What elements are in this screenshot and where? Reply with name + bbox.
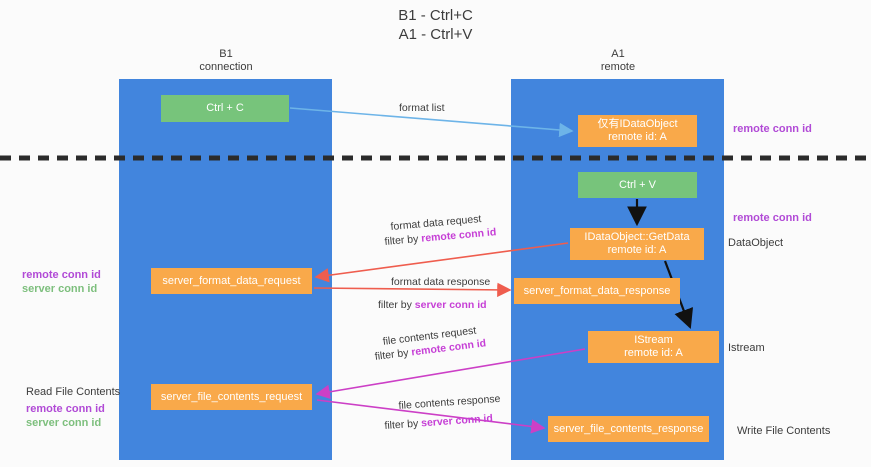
- filter-key-server-conn-id: server conn id: [414, 299, 487, 311]
- lane-header-b1: B1 connection: [155, 48, 297, 74]
- lane-header-a1-name: A1: [611, 48, 625, 60]
- node-server-file-contents-request[interactable]: server_file_contents_request: [151, 384, 312, 410]
- node-getdata-line2: remote id: A: [607, 244, 667, 256]
- node-server-file-contents-response[interactable]: server_file_contents_response: [548, 416, 709, 442]
- edge-label-file-contents-response: file contents response: [398, 392, 501, 412]
- annotation-istream: Istream: [728, 342, 765, 354]
- node-ctrl-c-label: Ctrl + C: [206, 102, 244, 114]
- node-ctrl-v[interactable]: Ctrl + V: [578, 172, 697, 198]
- annotation-left-server-conn-id-mid: server conn id: [22, 283, 98, 295]
- lane-header-b1-role: connection: [199, 61, 253, 73]
- filter-prefix: filter by: [384, 232, 422, 248]
- node-istream[interactable]: IStream remote id: A: [588, 331, 719, 363]
- node-ctrl-v-label: Ctrl + V: [619, 178, 656, 191]
- filter-prefix: filter by: [378, 299, 415, 311]
- lane-header-a1: A1 remote: [547, 48, 689, 74]
- node-server-file-contents-request-label: server_file_contents_request: [160, 390, 303, 403]
- annotation-write-file-contents: Write File Contents: [737, 425, 831, 437]
- title-line-1: B1 - Ctrl+C: [398, 7, 473, 24]
- title-line-2: A1 - Ctrl+V: [398, 26, 473, 43]
- filter-key-server-conn-id: server conn id: [420, 412, 494, 430]
- annotation-left-server-conn-id-bottom: server conn id: [26, 417, 102, 429]
- annotation-read-file-contents: Read File Contents: [26, 386, 121, 398]
- node-getdata-line1: IDataObject::GetData: [584, 231, 690, 243]
- annotation-remote-conn-id-mid: remote conn id: [733, 212, 812, 224]
- annotation-left-remote-conn-id-mid: remote conn id: [22, 269, 101, 281]
- node-server-file-contents-response-label: server_file_contents_response: [553, 422, 704, 435]
- annotation-remote-conn-id-top: remote conn id: [733, 123, 812, 135]
- node-dataobject-remote[interactable]: 仅有IDataObject remote id: A: [578, 115, 697, 147]
- edge-label-format-list: format list: [399, 102, 445, 114]
- node-server-format-data-request[interactable]: server_format_data_request: [151, 268, 312, 294]
- node-dataobject-remote-line2: remote id: A: [608, 131, 667, 143]
- node-istream-line1: IStream: [634, 334, 673, 346]
- node-getdata[interactable]: IDataObject::GetData remote id: A: [570, 228, 704, 260]
- edge-label-format-data-response-filter: filter by server conn id: [378, 298, 487, 312]
- node-server-format-data-request-label: server_format_data_request: [162, 274, 301, 287]
- node-ctrl-c[interactable]: Ctrl + C: [161, 95, 289, 122]
- page-title: B1 - Ctrl+C A1 - Ctrl+V: [0, 6, 871, 44]
- annotation-dataobject: DataObject: [728, 237, 784, 249]
- node-server-format-data-response-label: server_format_data_response: [523, 284, 671, 297]
- node-dataobject-remote-line1: 仅有IDataObject: [597, 118, 678, 130]
- annotation-left-remote-conn-id-bottom: remote conn id: [26, 403, 105, 415]
- filter-prefix: filter by: [384, 417, 422, 432]
- filter-prefix: filter by: [374, 346, 413, 363]
- edge-label-file-contents-response-filter: filter by server conn id: [384, 411, 493, 433]
- edge-label-format-data-response: format data response: [391, 276, 491, 288]
- lane-header-b1-name: B1: [219, 48, 233, 60]
- node-server-format-data-response[interactable]: server_format_data_response: [514, 278, 680, 304]
- node-istream-line2: remote id: A: [624, 347, 683, 359]
- lane-header-a1-role: remote: [600, 61, 636, 73]
